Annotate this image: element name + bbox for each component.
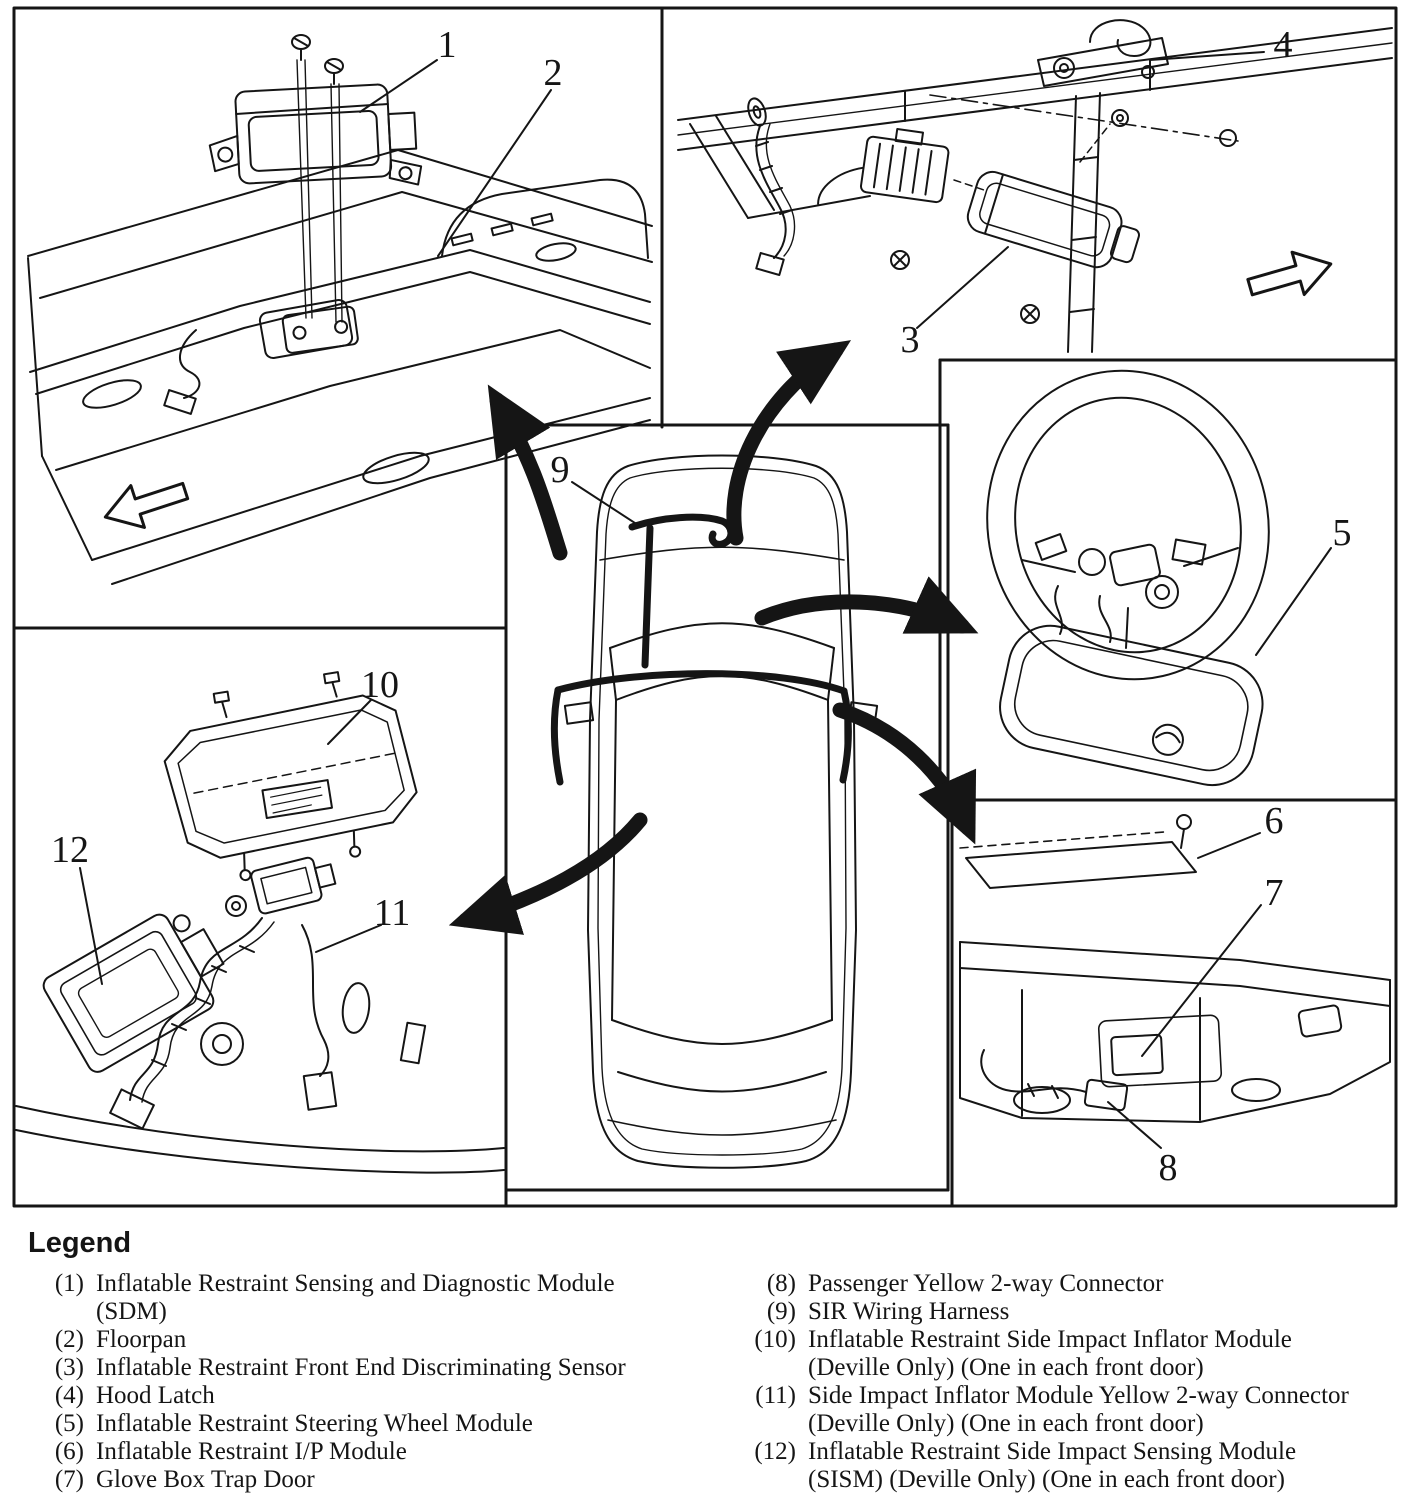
front-end-sensor-module [966, 170, 1140, 269]
legend-item-text: Hood Latch [96, 1382, 215, 1409]
legend-item-8: (8) Passenger Yellow 2-way Connector [738, 1270, 1392, 1298]
legend-item-1: (1) Inflatable Restraint Sensing and Dia… [26, 1270, 738, 1326]
callout-1: 1 [438, 24, 457, 66]
legend-item-text: Glove Box Trap Door [96, 1466, 315, 1493]
legend-section: Legend (1) Inflatable Restraint Sensing … [0, 1215, 1408, 1494]
ip-top-tray [959, 814, 1197, 889]
legend-columns: (1) Inflatable Restraint Sensing and Dia… [26, 1270, 1392, 1494]
legend-item-text: Inflatable Restraint Side Impact Sensing… [808, 1438, 1297, 1493]
callout-4: 4 [1274, 24, 1293, 66]
sensor-connector [817, 128, 950, 205]
legend-item-2: (2) Floorpan [26, 1326, 738, 1354]
legend-item-9: (9) SIR Wiring Harness [738, 1298, 1392, 1326]
callout-5: 5 [1333, 512, 1352, 554]
legend-item-4: (4) Hood Latch [26, 1382, 738, 1410]
arrow-to-side-impact [448, 812, 648, 935]
sdm-mounting-plate [281, 305, 359, 354]
callout-leaders [79, 51, 1332, 1149]
sir-component-location-diagram: 1 2 3 4 5 6 7 8 9 10 11 12 [12, 6, 1398, 1208]
callout-10: 10 [361, 664, 399, 706]
legend-item-text: Inflatable Restraint Steering Wheel Modu… [96, 1410, 533, 1437]
sensor-screws [890, 250, 1040, 324]
panel-ip-module [959, 814, 1391, 1123]
legend-item-num: (11) [755, 1382, 796, 1409]
panel-borders [12, 6, 1398, 1208]
passenger-connector [980, 1049, 1129, 1112]
legend-item-text: Passenger Yellow 2-way Connector [808, 1270, 1164, 1297]
legend-item-text: Inflatable Restraint Sensing and Diagnos… [96, 1270, 615, 1325]
legend-item-num: (8) [766, 1270, 796, 1297]
panel-vehicle [550, 454, 879, 1169]
panel-front-sensor [677, 19, 1393, 353]
door-details [15, 982, 505, 1174]
arrow-to-front-sensor [726, 340, 852, 546]
legend-item-text: Floorpan [96, 1326, 187, 1353]
callout-7: 7 [1265, 872, 1284, 914]
arrow-to-ip [832, 702, 977, 845]
front-structure [677, 27, 1393, 353]
legend-item-text: Inflatable Restraint Side Impact Inflato… [808, 1326, 1292, 1381]
callout-2: 2 [544, 52, 563, 94]
legend-item-text: Side Impact Inflator Module Yellow 2-way… [808, 1382, 1349, 1437]
callout-3: 3 [901, 319, 920, 361]
callout-9: 9 [551, 449, 570, 491]
side-impact-inflator-module [163, 671, 418, 882]
callout-6: 6 [1265, 800, 1284, 842]
legend-item-num: (5) [54, 1410, 84, 1437]
legend-item-3: (3) Inflatable Restraint Front End Discr… [26, 1354, 738, 1382]
legend-item-num: (10) [754, 1326, 796, 1353]
side-impact-connector [250, 856, 337, 915]
legend-left-column: (1) Inflatable Restraint Sensing and Dia… [26, 1270, 738, 1494]
glove-box-trap-door [1097, 1014, 1223, 1088]
legend-item-6: (6) Inflatable Restraint I/P Module [26, 1438, 738, 1466]
direction-arrow-left-icon [103, 481, 190, 529]
legend-item-12: (12) Inflatable Restraint Side Impact Se… [738, 1438, 1392, 1494]
legend-item-num: (9) [766, 1298, 796, 1325]
legend-item-num: (3) [54, 1354, 84, 1381]
legend-item-num: (7) [54, 1466, 84, 1493]
callout-11: 11 [374, 892, 411, 934]
sensor-wiring-lead [747, 97, 796, 276]
sism-module [42, 913, 225, 1073]
legend-right-column: (8) Passenger Yellow 2-way Connector (9)… [738, 1270, 1392, 1494]
routing-arrows [448, 340, 979, 935]
legend-item-5: (5) Inflatable Restraint Steering Wheel … [26, 1410, 738, 1438]
panel-floorpan-sdm [27, 34, 653, 585]
legend-item-text: Inflatable Restraint I/P Module [96, 1438, 407, 1465]
legend-item-11: (11) Side Impact Inflator Module Yellow … [738, 1382, 1392, 1438]
hood-latch [1037, 19, 1169, 87]
panel-steering-wheel [986, 369, 1270, 787]
legend-item-num: (1) [54, 1270, 84, 1297]
callout-8: 8 [1159, 1147, 1178, 1189]
direction-arrow-right-icon [1246, 250, 1333, 297]
legend-item-num: (12) [754, 1438, 796, 1465]
ip-carrier [959, 941, 1391, 1123]
vehicle-top-view [563, 454, 879, 1169]
legend-item-num: (2) [54, 1326, 84, 1353]
sdm-module [208, 83, 423, 186]
steering-wheel [986, 369, 1270, 681]
steering-column-parts [1034, 533, 1207, 643]
arrow-to-floorpan [487, 384, 568, 561]
legend-item-text: SIR Wiring Harness [808, 1298, 1010, 1325]
floorpan [27, 149, 653, 585]
callout-numbers: 1 2 3 4 5 6 7 8 9 10 11 12 [51, 24, 1352, 1189]
panel-side-impact [15, 671, 505, 1174]
legend-item-7: (7) Glove Box Trap Door [26, 1466, 738, 1494]
callout-12: 12 [51, 829, 89, 871]
steering-airbag-module [999, 624, 1264, 787]
legend-item-num: (6) [54, 1438, 84, 1465]
legend-item-10: (10) Inflatable Restraint Side Impact In… [738, 1326, 1392, 1382]
legend-heading: Legend [28, 1227, 132, 1259]
diagram-svg: 1 2 3 4 5 6 7 8 9 10 11 12 [12, 6, 1398, 1208]
arrow-to-steering [754, 576, 979, 634]
sdm-mounting-screws [291, 34, 344, 323]
legend-item-text: Inflatable Restraint Front End Discrimin… [96, 1354, 626, 1381]
legend-item-num: (4) [54, 1382, 84, 1409]
